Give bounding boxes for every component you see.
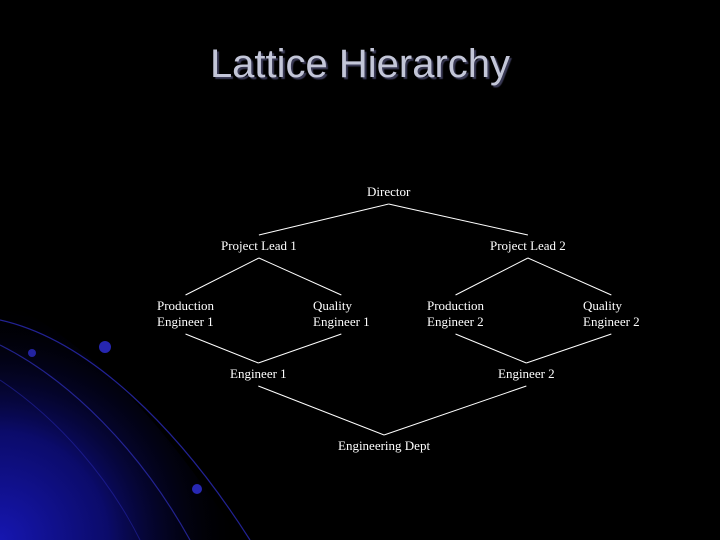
connector-quality_engineer_1-to-engineer_1 — [258, 333, 342, 364]
connector-project_lead_2-to-production_engineer_2 — [455, 257, 529, 296]
node-production-engineer-2: Production Engineer 2 — [427, 298, 484, 330]
connector-engineer_2-to-engineering_dept — [383, 385, 527, 436]
node-label: Project Lead 1 — [221, 238, 297, 253]
slide-title: Lattice Hierarchy — [209, 42, 511, 86]
connector-production_engineer_2-to-engineer_2 — [455, 333, 527, 364]
node-engineering-dept: Engineering Dept — [338, 438, 430, 454]
node-label-line-2: Engineer 2 — [427, 314, 484, 329]
connector-director-to-project_lead_1 — [258, 203, 389, 236]
node-engineer-1: Engineer 1 — [230, 366, 287, 382]
node-quality-engineer-2: Quality Engineer 2 — [583, 298, 640, 330]
connector-production_engineer_1-to-engineer_1 — [185, 333, 259, 364]
node-engineer-2: Engineer 2 — [498, 366, 555, 382]
connector-project_lead_2-to-quality_engineer_2 — [527, 257, 612, 296]
node-label-line-1: Production — [157, 298, 215, 313]
node-label: Director — [367, 184, 411, 199]
connector-director-to-project_lead_2 — [388, 203, 529, 236]
node-label: Engineer 1 — [230, 366, 287, 381]
node-label-line-1: Quality — [583, 298, 622, 313]
connector-engineer_1-to-engineering_dept — [258, 385, 385, 436]
node-quality-engineer-1: Quality Engineer 1 — [313, 298, 370, 330]
connector-project_lead_1-to-quality_engineer_1 — [258, 257, 342, 296]
node-label-line-1: Quality — [313, 298, 352, 313]
node-label: Engineer 2 — [498, 366, 555, 381]
node-label-line-1: Production — [427, 298, 485, 313]
node-director: Director — [367, 184, 410, 200]
node-label-line-2: Engineer 1 — [157, 314, 214, 329]
node-label-line-2: Engineer 1 — [313, 314, 370, 329]
connector-project_lead_1-to-production_engineer_1 — [185, 257, 260, 296]
node-project-lead-1: Project Lead 1 — [221, 238, 297, 254]
node-label: Engineering Dept — [338, 438, 431, 453]
node-label-line-2: Engineer 2 — [583, 314, 640, 329]
connector-quality_engineer_2-to-engineer_2 — [526, 333, 612, 364]
node-label: Project Lead 2 — [490, 238, 566, 253]
node-production-engineer-1: Production Engineer 1 — [157, 298, 214, 330]
node-project-lead-2: Project Lead 2 — [490, 238, 566, 254]
